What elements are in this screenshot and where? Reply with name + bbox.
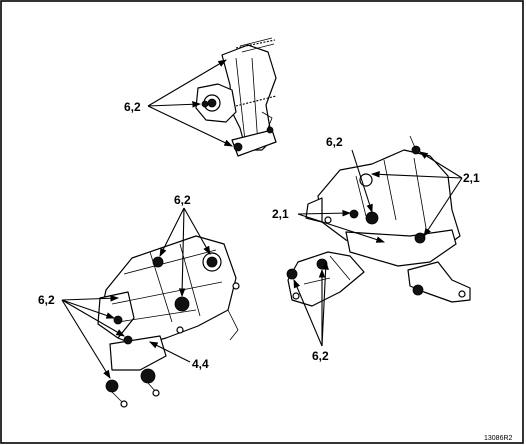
right-top-arrow-a: [351, 149, 373, 214]
right-top-arrow-b3: [423, 177, 463, 237]
top-bracket-label: 6,2: [124, 100, 141, 114]
left-side-arrow-3: [61, 299, 125, 337]
left-mount-assembly: [97, 235, 240, 408]
left-top-label: 6,2: [174, 193, 191, 207]
left-top-arrow-1: [159, 207, 185, 257]
left-side-label: 6,2: [38, 293, 55, 307]
right-top-label-a: 6,2: [326, 135, 343, 149]
top-arrow-3: [147, 105, 233, 147]
right-bottom-arrow-3: [321, 260, 329, 347]
right-bottom-label: 6,2: [312, 349, 329, 363]
right-left-arrow-2: [297, 213, 386, 243]
right-mount-assembly: [286, 135, 471, 307]
right-top-label-b: 2,1: [463, 171, 480, 185]
left-side-arrow-2: [61, 299, 116, 319]
left-side-arrow-1: [61, 294, 120, 302]
right-top-arrow-b2: [370, 171, 463, 179]
right-top-arrow-b1: [419, 151, 463, 179]
top-bracket-assembly: [195, 37, 277, 157]
right-bottom-arrow-1: [293, 278, 323, 347]
left-top-arrow-2: [183, 207, 211, 255]
reference-code: 13086R2: [484, 435, 513, 442]
left-side-arrow-4: [61, 299, 111, 379]
left-bottom-label: 4,4: [192, 357, 209, 371]
left-bottom-arrow: [149, 341, 191, 363]
right-left-label: 2,1: [272, 207, 289, 221]
right-left-arrow: [297, 209, 352, 217]
top-arrow-2: [147, 100, 202, 108]
left-top-arrow-3: [178, 207, 186, 298]
top-arrow-1: [147, 59, 227, 107]
